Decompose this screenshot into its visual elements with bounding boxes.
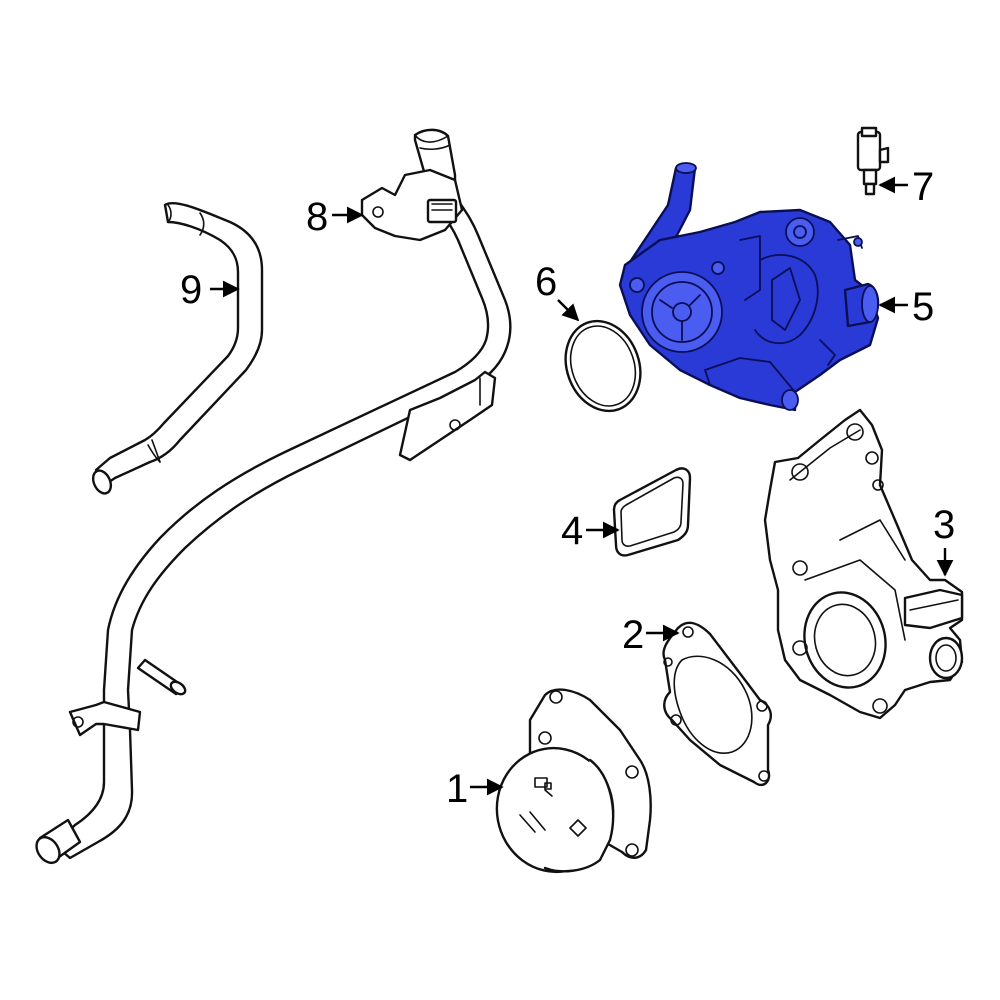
callout-6: 6: [535, 260, 557, 304]
callout-3: 3: [933, 503, 955, 547]
arrow-6: [557, 299, 580, 322]
callout-9: 9: [180, 268, 202, 312]
pump-gasket-part[interactable]: [662, 621, 772, 787]
callout-arrows: [210, 176, 954, 796]
callout-labels: 1 2 3 4 5 6 7 8 9: [180, 165, 955, 811]
callout-4: 4: [561, 509, 583, 553]
thermostat-housing-part[interactable]: [618, 162, 880, 412]
callout-8: 8: [306, 195, 328, 239]
hose-part[interactable]: [90, 201, 264, 496]
water-pump-part[interactable]: [487, 688, 652, 882]
sensor-part[interactable]: [856, 126, 890, 196]
pump-housing-part[interactable]: [763, 408, 964, 720]
pipe-bracket-part[interactable]: [32, 128, 512, 867]
o-ring-part[interactable]: [553, 310, 652, 421]
callout-1: 1: [446, 767, 468, 811]
callout-2: 2: [622, 613, 644, 657]
square-gasket-part[interactable]: [612, 467, 692, 557]
callout-5: 5: [912, 285, 934, 329]
callout-7: 7: [912, 165, 934, 209]
